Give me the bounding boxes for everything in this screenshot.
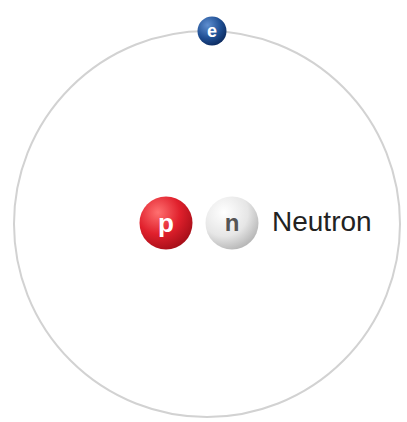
ball-fill <box>198 17 227 46</box>
proton-ball: p <box>139 196 193 250</box>
neutron-ball: n <box>205 196 259 250</box>
electron-ball: e <box>197 16 227 46</box>
ball-fill <box>206 197 259 250</box>
particle-symbol: p <box>139 196 193 250</box>
particle-label: Neutron <box>272 206 372 238</box>
electron-orbit <box>14 31 400 417</box>
ball-fill <box>140 197 193 250</box>
particle-symbol: n <box>205 196 259 250</box>
particle-symbol: e <box>197 16 227 46</box>
